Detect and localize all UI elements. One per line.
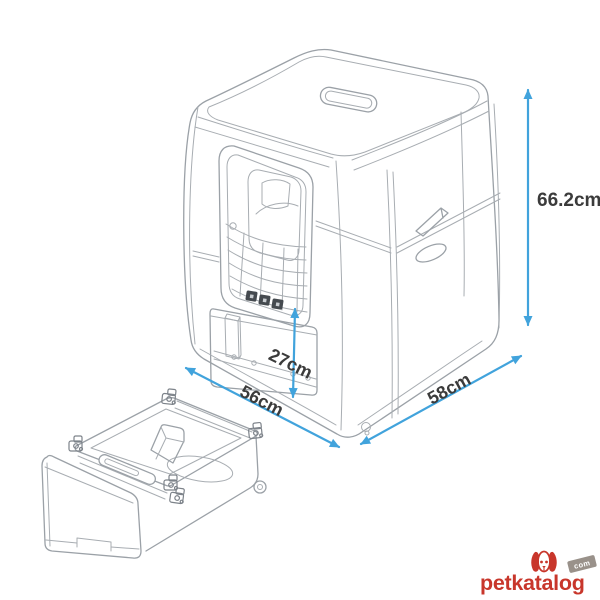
height-dimension-label: 66.2cm	[537, 190, 600, 211]
side-latch	[415, 207, 449, 237]
box-silhouette	[183, 48, 500, 438]
entrance-step-bands	[225, 223, 308, 313]
waste-drawer-drawing	[41, 387, 267, 559]
depth-arrow	[359, 354, 523, 446]
brand-watermark: petkatalog com	[480, 550, 597, 595]
brand-name: petkatalog	[480, 571, 585, 595]
side-handle-slot	[415, 243, 447, 263]
top-handle-slot	[319, 86, 378, 113]
width-arrow	[184, 366, 341, 449]
dog-face-icon	[531, 550, 557, 573]
brand-badge-label: com	[573, 558, 591, 571]
brand-badge: com	[567, 555, 597, 573]
drawer-front-panel	[41, 454, 142, 559]
control-buttons	[245, 290, 284, 310]
drawer-rail-handle	[98, 454, 156, 486]
